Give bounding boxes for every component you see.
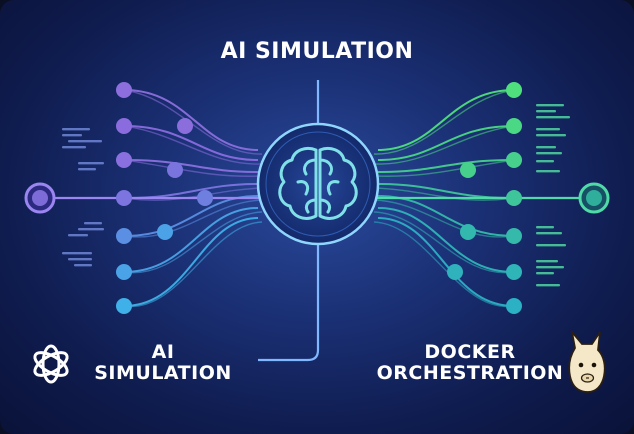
code-stub — [68, 140, 102, 143]
left-wire — [123, 125, 259, 161]
code-stub — [536, 152, 562, 155]
right-label-line-2: ORCHESTRATION — [376, 362, 564, 385]
code-stub — [536, 110, 556, 113]
code-stub — [68, 234, 88, 237]
left-inner-node — [177, 118, 193, 134]
top-title: AI SIMULATION — [220, 39, 414, 64]
code-stub — [84, 222, 102, 225]
code-stub — [62, 146, 86, 149]
code-stub — [62, 128, 90, 131]
left-node — [116, 152, 132, 168]
right-node — [506, 298, 522, 314]
left-wire — [123, 159, 263, 177]
code-line-decorations — [62, 104, 570, 287]
left-node — [116, 82, 132, 98]
code-stub — [62, 252, 92, 255]
code-stub — [74, 264, 92, 267]
code-stub — [536, 232, 562, 235]
right-inner-node — [460, 162, 476, 178]
code-stub — [536, 128, 560, 131]
code-stub — [536, 244, 566, 247]
right-wire — [377, 125, 515, 161]
brain-icon — [278, 146, 358, 220]
right-inner-node — [460, 224, 476, 240]
right-node — [506, 118, 522, 134]
right-node — [506, 264, 522, 280]
code-stub — [536, 260, 558, 263]
code-stub — [536, 284, 560, 287]
left-label-line-1: AI — [151, 341, 175, 363]
left-inner-node — [157, 224, 173, 240]
code-stub — [536, 146, 556, 149]
right-wire — [373, 89, 515, 155]
code-stub — [62, 134, 82, 137]
code-stub — [536, 104, 564, 107]
left-wire — [123, 221, 263, 308]
right-wire — [373, 159, 515, 177]
right-wire — [377, 207, 515, 273]
right-connection-lines — [373, 89, 580, 308]
right-node — [506, 152, 522, 168]
left-wire — [123, 125, 263, 165]
left-wire — [123, 89, 263, 155]
right-wire — [373, 187, 515, 201]
left-wire — [123, 199, 263, 238]
left-inner-node — [197, 190, 213, 206]
llama-icon — [568, 328, 606, 393]
right-label: DOCKER ORCHESTRATION — [372, 341, 568, 385]
central-hub — [256, 122, 380, 246]
left-label-line-2: SIMULATION — [94, 362, 232, 385]
code-stub — [536, 266, 564, 269]
right-wire — [377, 195, 515, 237]
right-node — [506, 228, 522, 244]
right-wire — [377, 217, 515, 307]
node-dots — [116, 82, 522, 314]
right-inner-node — [447, 264, 463, 280]
left-endpoint-node — [24, 182, 56, 214]
code-stub — [536, 226, 554, 229]
left-wire — [123, 207, 259, 273]
right-wire — [373, 125, 515, 165]
right-wire — [373, 211, 515, 274]
left-node — [116, 190, 132, 206]
right-wire — [377, 183, 515, 199]
left-wire — [123, 183, 259, 199]
left-wire — [123, 211, 263, 274]
code-stub — [78, 228, 104, 231]
left-wire — [123, 187, 263, 201]
right-label-line-1: DOCKER — [424, 341, 516, 363]
openai-logo-icon — [33, 344, 69, 384]
bottom-connector-line — [258, 232, 320, 362]
code-stub — [536, 272, 554, 275]
left-node — [116, 298, 132, 314]
code-stub — [68, 258, 92, 261]
code-stub — [78, 162, 104, 165]
left-wire — [123, 89, 259, 151]
left-node — [116, 264, 132, 280]
left-node — [116, 228, 132, 244]
code-stub — [536, 160, 554, 163]
right-endpoint-node — [578, 182, 610, 214]
left-node — [116, 118, 132, 134]
left-inner-node — [167, 162, 183, 178]
code-stub — [536, 170, 560, 173]
code-stub — [536, 134, 566, 137]
left-wire — [123, 217, 259, 307]
right-node — [506, 190, 522, 206]
right-wire — [377, 159, 515, 173]
right-wire — [373, 221, 515, 308]
code-stub — [78, 168, 96, 171]
left-wire — [123, 159, 259, 173]
right-node — [506, 82, 522, 98]
right-wire — [377, 89, 515, 151]
right-wire — [373, 199, 515, 238]
code-stub — [536, 116, 570, 119]
left-connection-lines — [54, 89, 263, 308]
left-label: AI SIMULATION — [78, 341, 248, 385]
